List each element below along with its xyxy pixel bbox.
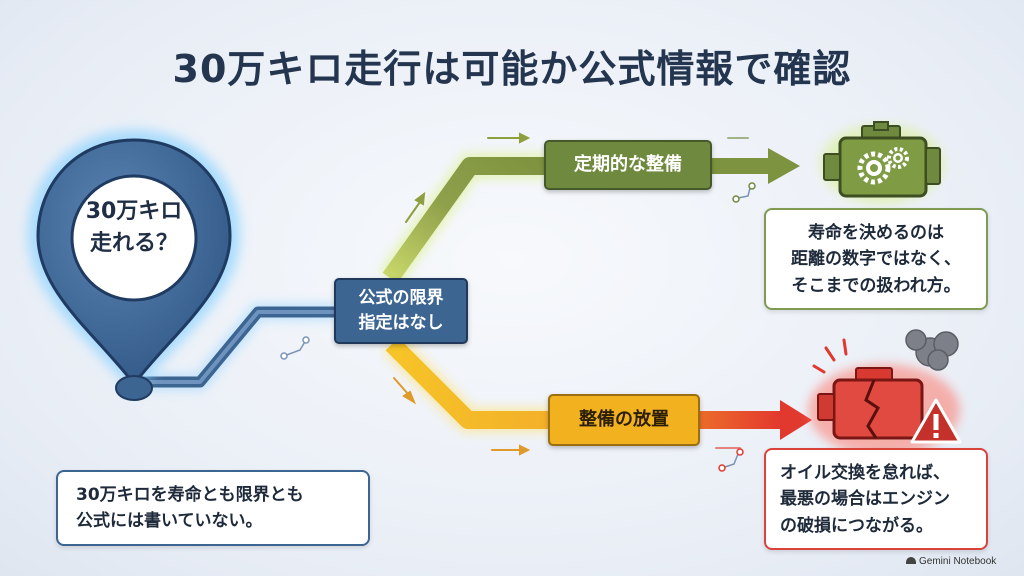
upper-note-line-1: 寿命を決めるのは (808, 223, 944, 243)
upper-branch-path (379, 148, 800, 286)
pin-question: 30万キロ 走れる？ (78, 196, 190, 260)
alert-lines-icon (812, 338, 848, 374)
bottom-note-line-2: 公式には書いていない。 (76, 511, 263, 532)
brand-name: Gemini Notebook (919, 556, 997, 567)
brand-logo-icon (906, 557, 916, 564)
pin-connector (142, 303, 336, 391)
bottom-note-line-1: 30万キロを寿命とも限界とも (76, 485, 304, 505)
upper-note-line-3: そこまでの扱われ方。 (791, 275, 961, 296)
engine-gears-icon (820, 121, 944, 204)
smoke-icon (905, 329, 959, 371)
location-pin-icon (28, 130, 240, 401)
center-node-line-1: 公式の限界 (358, 288, 444, 308)
lower-arrow-head (780, 400, 812, 440)
upper-branch-node: 定期的な整備 (544, 140, 712, 190)
lower-note: オイル交換を怠れば、 最悪の場合はエンジン の破損につながる。 (764, 448, 988, 550)
lower-note-line-1: オイル交換を怠れば、 (780, 463, 950, 483)
pin-line-2: 走れる？ (89, 230, 178, 256)
decor-small-arrows (280, 132, 756, 472)
lower-note-line-3: の破損につながる。 (780, 515, 933, 536)
pin-line-1: 30万キロ (85, 199, 183, 224)
upper-arrow-head (768, 148, 800, 184)
brand-watermark: Gemini Notebook (906, 556, 996, 567)
upper-note-line-2: 距離の数字ではなく、 (791, 249, 961, 270)
upper-note: 寿命を決めるのは 距離の数字ではなく、 そこまでの扱われ方。 (764, 208, 988, 310)
center-node-line-2: 指定はなし (358, 312, 444, 333)
page-title: 30万キロ走行は可能か公式情報で確認 (172, 47, 852, 91)
broken-engine-warning-icon (808, 329, 962, 456)
lower-note-line-2: 最悪の場合はエンジン (780, 489, 950, 510)
bottom-note: 30万キロを寿命とも限界とも 公式には書いていない。 (56, 470, 370, 546)
center-node: 公式の限界 指定はなし (334, 278, 468, 344)
lower-branch-node: 整備の放置 (548, 394, 700, 446)
